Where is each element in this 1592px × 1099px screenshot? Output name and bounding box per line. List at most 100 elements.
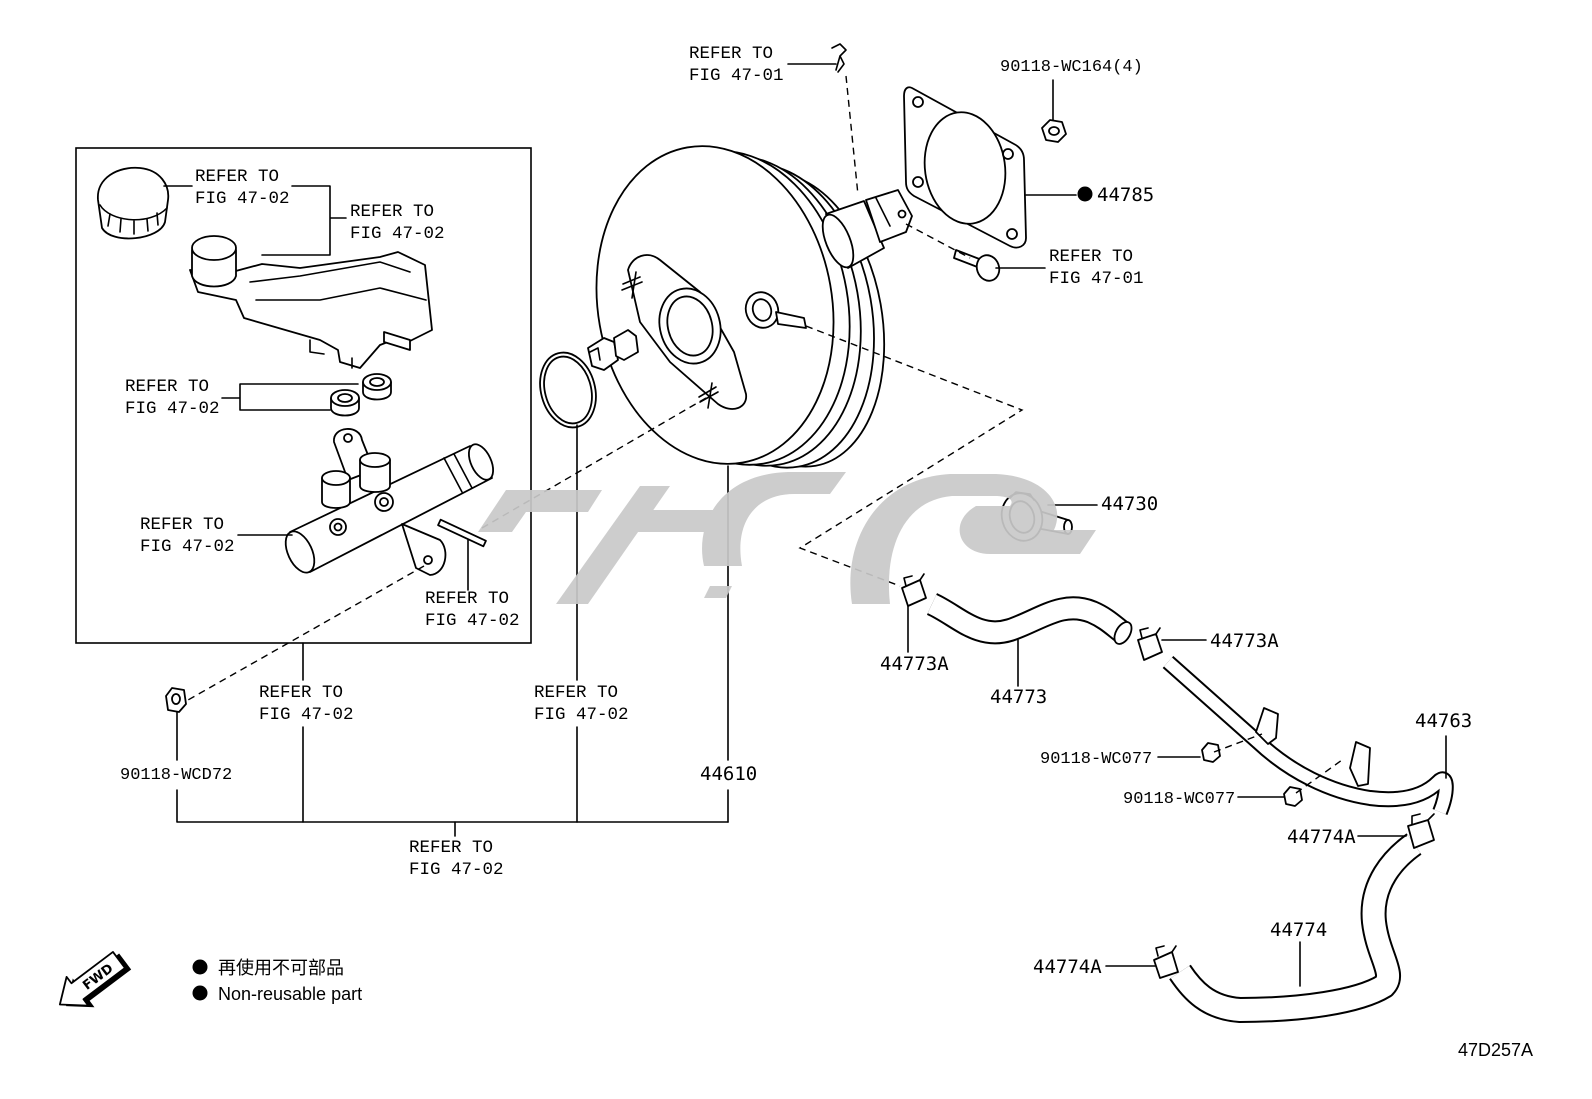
- reservoir-foot: [309, 339, 353, 369]
- nut-bore: [171, 693, 181, 705]
- master-cylinder: [284, 428, 495, 576]
- brake-booster: [587, 145, 913, 469]
- retaining-clip: [831, 43, 847, 73]
- pin-body: [437, 518, 487, 548]
- reservoir-cap: [97, 166, 170, 240]
- clamp-band: [1153, 951, 1179, 979]
- part-number: 44774A: [1287, 826, 1356, 848]
- part-number: 44774A: [1033, 956, 1102, 978]
- clevis-pin-head: [975, 254, 1001, 282]
- reservoir-seam: [249, 261, 411, 283]
- watermark-logo: [478, 472, 1096, 604]
- part-number: 44773: [990, 686, 1047, 708]
- hose-clamp-44774A-right: [1407, 813, 1435, 849]
- part-number: 44785: [1097, 184, 1154, 206]
- vacuum-pipe-44763: [1162, 656, 1454, 815]
- leader-line: [176, 711, 729, 823]
- part-number: 90118-WC077: [1040, 750, 1152, 769]
- legend-jp: 再使用不可部品: [218, 958, 344, 978]
- cap-ribs: [107, 212, 159, 235]
- inlet-boss-2: [359, 459, 391, 493]
- legend-en: Non-reusable part: [218, 984, 362, 1004]
- barrel-front: [467, 443, 495, 481]
- part-number: 44610: [700, 763, 757, 785]
- sensor-connector-tab: [589, 347, 601, 361]
- gasket-hole: [912, 176, 924, 188]
- reservoir-neck-top: [191, 235, 237, 261]
- inlet-boss-1-top: [321, 470, 351, 486]
- ear-hole: [343, 433, 353, 443]
- leader-line: [221, 383, 359, 411]
- o-ring: [539, 351, 597, 429]
- o-ring-inner: [543, 355, 593, 425]
- ear-hole: [423, 555, 433, 565]
- fwd-arrow-icon: FWD: [58, 951, 132, 1008]
- watermark-stroke: [704, 586, 732, 598]
- clevis-pin: [953, 249, 1001, 282]
- part-number: 90118-WC164(4): [1000, 58, 1143, 77]
- part-number: 44773A: [1210, 630, 1279, 652]
- clamp-ears: [1411, 813, 1435, 825]
- reservoir: [189, 235, 433, 369]
- clamp-band: [1137, 633, 1163, 661]
- assembly-line: [1213, 733, 1263, 753]
- assembly-line: [905, 223, 971, 259]
- gasket-44785: [903, 86, 1027, 249]
- barrel-ring: [443, 453, 473, 493]
- clevis-hole: [897, 209, 907, 219]
- gasket-hole: [1006, 228, 1018, 240]
- hose-clamp-44773A-left: [901, 573, 927, 607]
- part-number: 44730: [1101, 493, 1158, 515]
- cap-body: [97, 166, 170, 240]
- part-numbers: 90118-WC164(4) 44785 44730 44773A 44773A…: [120, 58, 1472, 978]
- vacuum-fitting-stub: [775, 311, 807, 329]
- vacuum-hose-44774: [1169, 833, 1422, 1024]
- part-number: 44774: [1270, 919, 1327, 941]
- grommet-bore: [337, 393, 353, 403]
- gasket-hole: [1002, 148, 1014, 160]
- clamp-ears: [1139, 627, 1161, 639]
- vacuum-hose-44773: [926, 593, 1133, 645]
- outlet-port-bore: [379, 497, 389, 507]
- booster-front-shell: [595, 145, 835, 465]
- legend-bullet: [192, 985, 208, 1001]
- nut-90118-WC164: [1041, 119, 1067, 143]
- gasket-hole: [912, 96, 924, 108]
- assembly-line: [187, 565, 425, 701]
- master-cylinder-bottom-ear: [401, 523, 447, 576]
- legend-bullet: [192, 959, 208, 975]
- grommet-1: [330, 389, 360, 417]
- clamp-ears: [1155, 945, 1177, 957]
- grommet-2: [362, 373, 392, 401]
- master-cylinder-pin: [437, 518, 487, 548]
- hose-end: [1113, 621, 1133, 645]
- watermark-stroke: [478, 490, 602, 532]
- inlet-boss-1: [321, 477, 351, 509]
- gasket-opening: [923, 111, 1007, 225]
- outlet-port-bore: [333, 522, 343, 532]
- hose-clamp-44774A-left: [1153, 945, 1179, 979]
- part-number: 44773A: [880, 653, 949, 675]
- hose-fill: [927, 594, 1129, 643]
- cap-rim: [99, 204, 168, 221]
- watermark-stroke: [702, 472, 846, 566]
- clamp-band: [901, 579, 927, 607]
- assembly-line: [798, 325, 1024, 587]
- nut-90118-WCD72: [165, 687, 187, 713]
- part-number: 90118-WCD72: [120, 766, 232, 785]
- diagram-code: 47D257A: [1458, 1040, 1533, 1060]
- pipe-bracket: [1349, 741, 1371, 787]
- barrel-end-cap: [284, 530, 316, 574]
- booster-sensor: [587, 337, 619, 371]
- fwd-arrow-face: [58, 951, 126, 1007]
- vacuum-grommet-inner: [751, 298, 773, 322]
- part-number: 90118-WC077: [1123, 790, 1235, 809]
- pushrod-clevis: [865, 189, 913, 243]
